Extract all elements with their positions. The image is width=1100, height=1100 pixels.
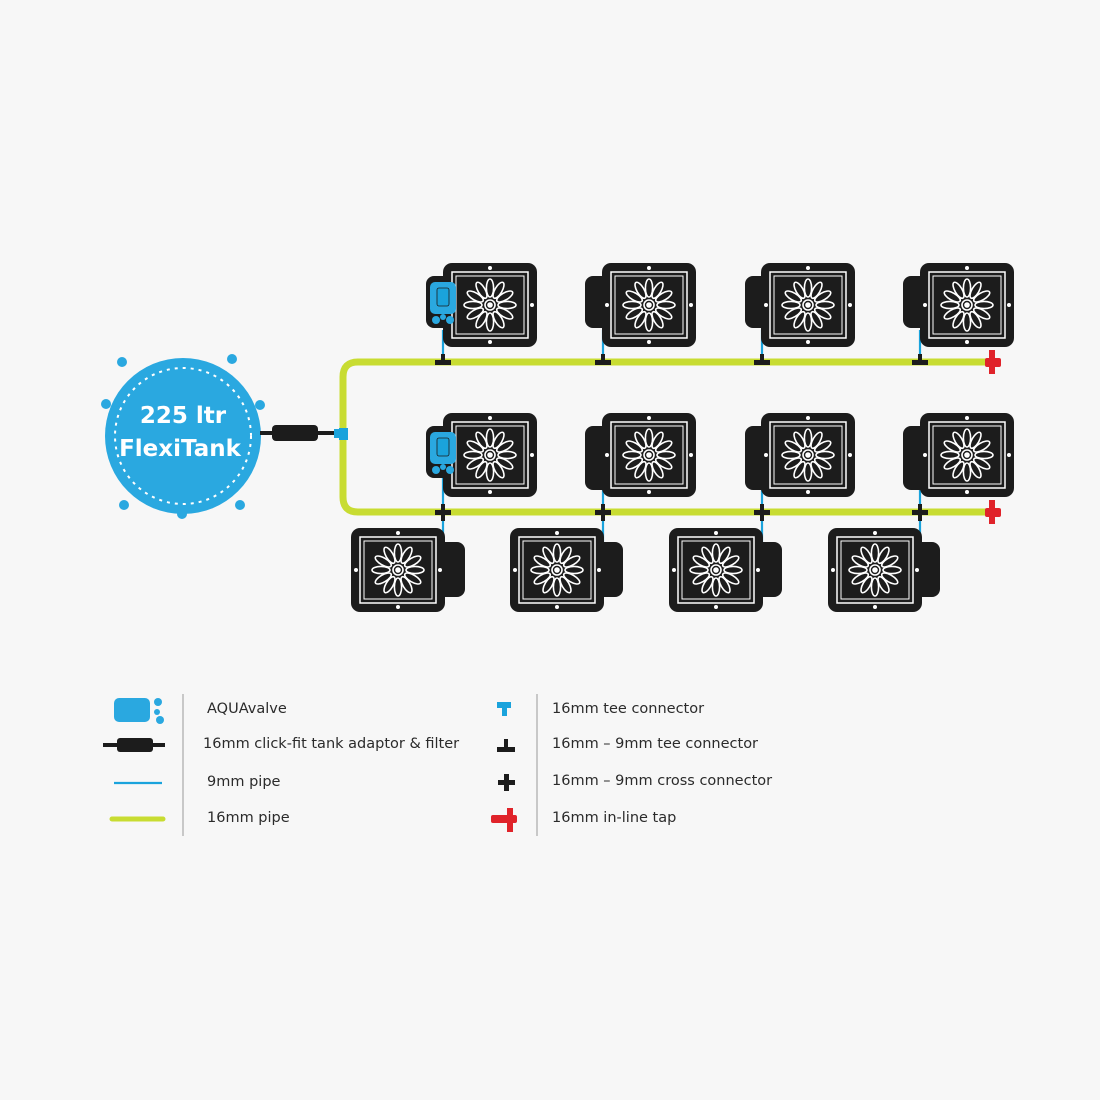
pot-10 — [510, 528, 623, 612]
legend-label-inline-tap: 16mm in-line tap — [552, 810, 677, 826]
legend-label-16mm-pipe: 16mm pipe — [207, 810, 290, 826]
aquavalve-middle — [430, 432, 456, 474]
pot-2 — [585, 263, 696, 347]
inline-tap-bottom — [985, 500, 1001, 524]
pot-row-top — [426, 263, 1014, 347]
aquavalve-top — [430, 282, 456, 324]
cross-connectors-16-9mm — [435, 504, 928, 521]
pot-12 — [828, 528, 940, 612]
tee-connectors-16-9mm — [435, 354, 928, 365]
tank-adaptor-filter-icon — [103, 738, 165, 752]
legend-label-adaptor-filter: 16mm click-fit tank adaptor & filter — [203, 736, 460, 752]
pot-1 — [426, 263, 537, 347]
pot-row-middle — [426, 413, 1014, 497]
legend-label-16-9mm-tee: 16mm – 9mm tee connector — [552, 736, 759, 752]
inline-tap-icon — [491, 808, 517, 832]
pot-3 — [745, 263, 855, 347]
flexitank: 225 ltr FlexiTank — [101, 354, 265, 519]
legend-label-cross-connector: 16mm – 9mm cross connector — [552, 773, 773, 789]
tank-name-label: FlexiTank — [119, 436, 242, 462]
cross-connector-16-9mm-icon — [498, 774, 515, 791]
tee-connector-16mm — [339, 428, 348, 440]
pot-row-bottom — [351, 528, 940, 612]
legend-label-aquavalve: AQUAvalve — [207, 701, 287, 717]
tank-adaptor-filter — [260, 425, 346, 441]
pot-6 — [585, 413, 696, 497]
pot-7 — [745, 413, 855, 497]
pot-5 — [426, 413, 537, 497]
pot-8 — [903, 413, 1014, 497]
legend-icons — [103, 694, 538, 836]
pot-11 — [669, 528, 782, 612]
tee-connector-16mm-icon — [497, 702, 511, 716]
tank-capacity-label: 225 ltr — [140, 403, 227, 429]
pot-4 — [903, 263, 1014, 347]
legend-label-16mm-tee: 16mm tee connector — [552, 701, 705, 717]
legend-label-9mm-pipe: 9mm pipe — [207, 774, 281, 790]
aquavalve-icon — [114, 698, 164, 724]
pot-9 — [351, 528, 465, 612]
inline-tap-top — [985, 350, 1001, 374]
tee-connector-16-9mm-icon — [497, 739, 515, 752]
